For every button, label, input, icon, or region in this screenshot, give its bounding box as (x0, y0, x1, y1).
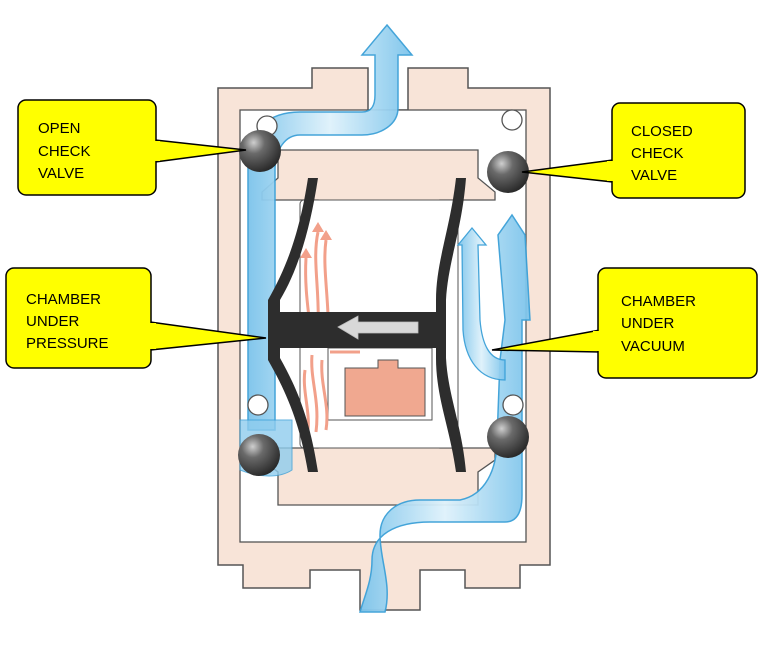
right-diaphragm (436, 178, 466, 472)
fluid-outlet-path (247, 23, 414, 431)
left-diaphragm (268, 178, 318, 472)
fluid-inlet-path (358, 213, 531, 613)
svg-text:CHAMBER UNDER PRES: CHAMBER UNDER PRESSURE (26, 291, 109, 352)
callout-line: UNDER (26, 313, 80, 330)
callout-open-check-valve: OPEN CHECK VALVE (17, 99, 247, 196)
callout-line: CLOSED (631, 123, 693, 140)
callout-line: CHAMBER (621, 293, 696, 310)
callout-line: PRESSURE (26, 335, 109, 352)
svg-text:OPEN CHECK VALVE: OPEN CHECK VALVE (38, 120, 95, 182)
callout-line: CHECK (38, 143, 91, 160)
ball-icon (239, 130, 281, 172)
air-pilot-block (344, 359, 426, 417)
air-exhaust-arrowheads (300, 222, 332, 258)
callout-line: UNDER (621, 315, 675, 332)
port-hole (501, 109, 523, 131)
port-hole (247, 394, 269, 416)
arrow-left-icon (337, 315, 419, 340)
port-hole (502, 394, 524, 416)
callout-line: OPEN (38, 120, 81, 137)
ball-icon (238, 434, 280, 476)
svg-text:CHAMBER UNDER VACU: CHAMBER UNDER VACUUM (621, 293, 700, 355)
callout-chamber-under-vacuum: CHAMBER UNDER VACUUM (491, 267, 758, 379)
callout-closed-check-valve: CLOSED CHECK VALVE (521, 102, 746, 199)
callout-line: CHAMBER (26, 291, 101, 308)
callout-line: VALVE (38, 165, 84, 182)
svg-text:CLOSED CHECK VALVE: CLOSED CHECK VALVE (631, 123, 697, 184)
callout-line: VALVE (631, 167, 677, 184)
callout-line: VACUUM (621, 338, 685, 355)
ball-icon (487, 416, 529, 458)
shaft-lower-rod (280, 342, 446, 348)
ball-icon (487, 151, 529, 193)
fluid-inlet-branch (456, 226, 506, 381)
callout-chamber-under-pressure: CHAMBER UNDER PRESSURE (5, 267, 267, 369)
callout-line: CHECK (631, 145, 684, 162)
